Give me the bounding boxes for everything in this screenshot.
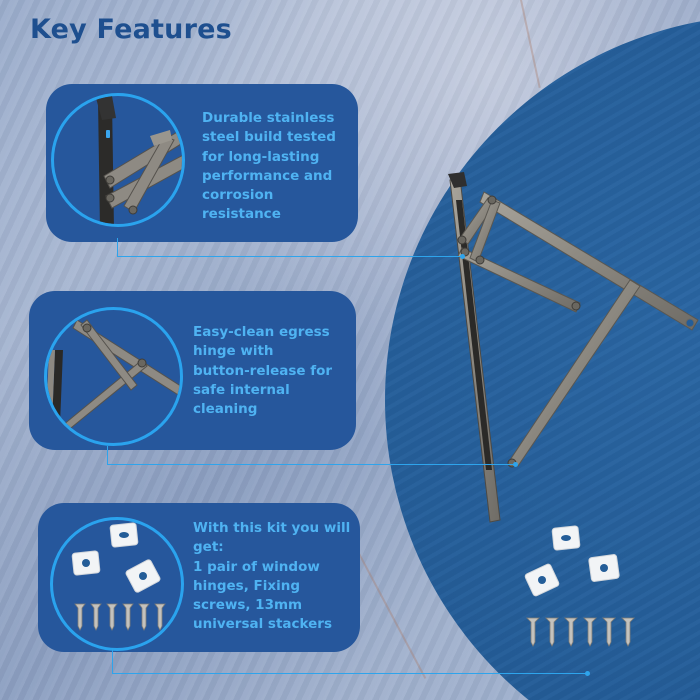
hinge-top-closeup-image: [96, 96, 182, 224]
main-hinge-image: [448, 172, 699, 523]
feature-text: With this kit you will get: 1 pair of wi…: [193, 520, 351, 633]
connector-line-vertical: [112, 648, 113, 674]
feature-text: Durable stainless steel build tested for…: [202, 110, 336, 223]
feature-card-kit-contents: With this kit you will get: 1 pair of wi…: [38, 503, 360, 652]
feature-image-circle: [50, 517, 184, 651]
connector-dot: [585, 671, 590, 676]
connector-dot: [513, 462, 518, 467]
connector-line-horizontal: [112, 673, 587, 674]
feature-image-circle: [44, 307, 183, 446]
hinge-arm-closeup-image: [47, 319, 180, 443]
stackers-and-screws-image: [71, 522, 166, 631]
feature-card-easy-clean: Easy-clean egress hinge with button-rele…: [29, 291, 356, 450]
page-title: Key Features: [30, 14, 232, 45]
feature-image-circle: [51, 93, 185, 227]
feature-text: Easy-clean egress hinge with button-rele…: [193, 324, 333, 418]
connector-line-vertical: [117, 238, 118, 257]
connector-dot: [460, 254, 465, 259]
connector-line-horizontal: [117, 256, 462, 257]
connector-line-vertical: [107, 446, 108, 465]
main-accessories-image: [524, 525, 635, 647]
feature-card-stainless-steel: Durable stainless steel build tested for…: [46, 84, 358, 242]
connector-line-horizontal: [107, 464, 515, 465]
